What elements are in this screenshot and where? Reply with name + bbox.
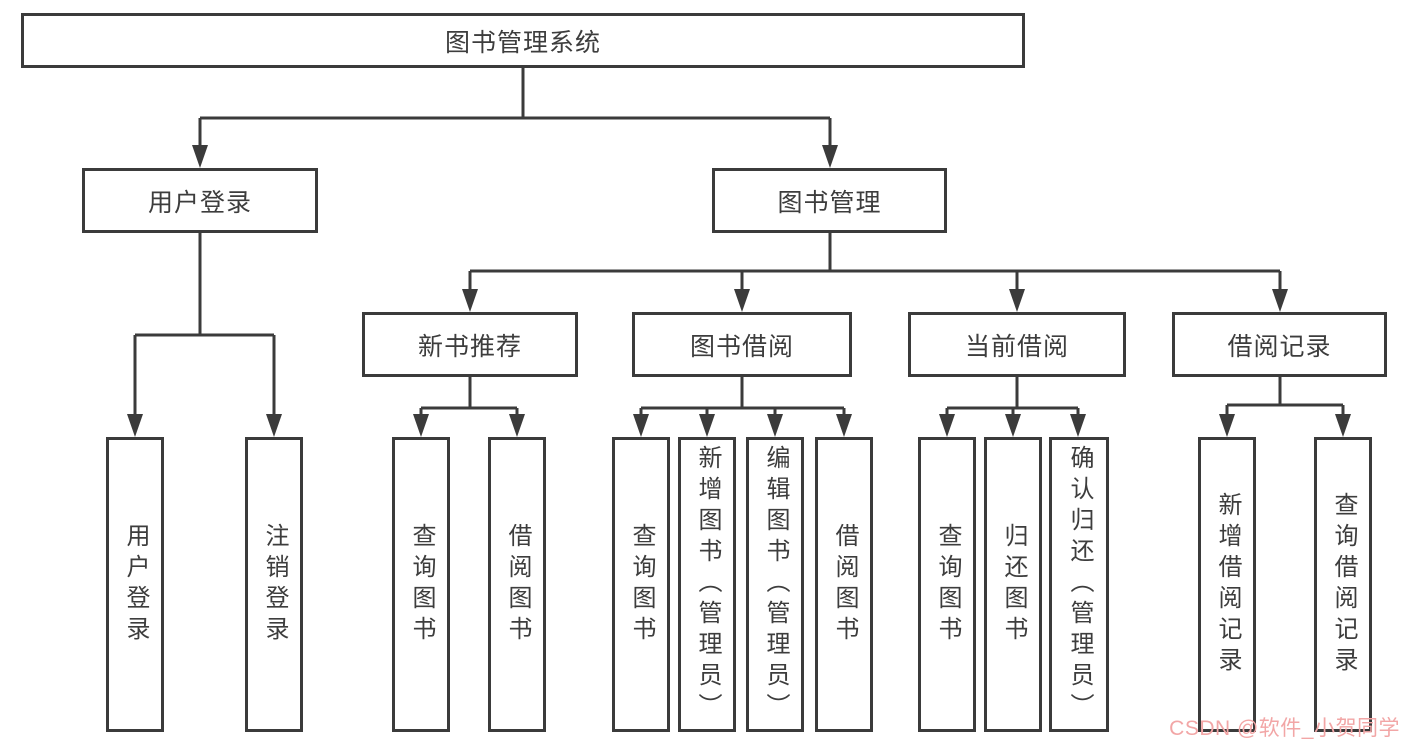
node-user-login-branch: 用户登录 (82, 168, 318, 233)
node-label: 图书管理系统 (444, 28, 601, 57)
leaf-query-borrow-record: 查询借阅记录 (1314, 437, 1372, 732)
node-label: 借阅图书 (831, 522, 858, 647)
node-label: 归还图书 (1000, 522, 1027, 647)
node-label: 用户登录 (147, 188, 252, 217)
node-book-borrowing: 图书借阅 (632, 312, 852, 377)
node-label: 注销登录 (261, 522, 288, 647)
node-root-system: 图书管理系统 (21, 13, 1025, 68)
node-label: 新增借阅记录 (1214, 491, 1241, 678)
leaf-add-borrow-record: 新增借阅记录 (1198, 437, 1256, 732)
leaf-add-books-admin: 新增图书（管理员） (678, 437, 736, 732)
node-label: 图书借阅 (689, 332, 794, 361)
node-label: 编辑图书（管理员） (762, 445, 789, 724)
node-label: 查询图书 (628, 522, 655, 647)
node-label: 查询借阅记录 (1330, 491, 1357, 678)
csdn-watermark: CSDN @软件_小贺同学 (1169, 717, 1400, 740)
leaf-user-login: 用户登录 (106, 437, 164, 732)
leaf-borrow-books: 借阅图书 (815, 437, 873, 732)
leaf-return-books: 归还图书 (984, 437, 1042, 732)
leaf-query-books-recommend: 查询图书 (392, 437, 450, 732)
node-label: 新增图书（管理员） (694, 445, 721, 724)
node-label: 借阅图书 (504, 522, 531, 647)
node-new-book-recommend: 新书推荐 (362, 312, 578, 377)
node-label: 新书推荐 (417, 332, 522, 361)
node-label: 用户登录 (122, 522, 149, 647)
node-label: 查询图书 (934, 522, 961, 647)
leaf-borrow-books-recommend: 借阅图书 (488, 437, 546, 732)
node-book-management: 图书管理 (712, 168, 947, 233)
leaf-confirm-return-admin: 确认归还（管理员） (1049, 437, 1109, 732)
leaf-edit-books-admin: 编辑图书（管理员） (746, 437, 804, 732)
node-label: 借阅记录 (1227, 332, 1332, 361)
node-label: 查询图书 (408, 522, 435, 647)
leaf-logout: 注销登录 (245, 437, 303, 732)
leaf-query-books-borrow: 查询图书 (612, 437, 670, 732)
node-label: 确认归还（管理员） (1066, 445, 1093, 724)
node-label: 图书管理 (777, 188, 882, 217)
leaf-query-books-current: 查询图书 (918, 437, 976, 732)
node-label: 当前借阅 (964, 332, 1069, 361)
node-borrowing-records: 借阅记录 (1172, 312, 1387, 377)
node-current-borrowing: 当前借阅 (908, 312, 1126, 377)
